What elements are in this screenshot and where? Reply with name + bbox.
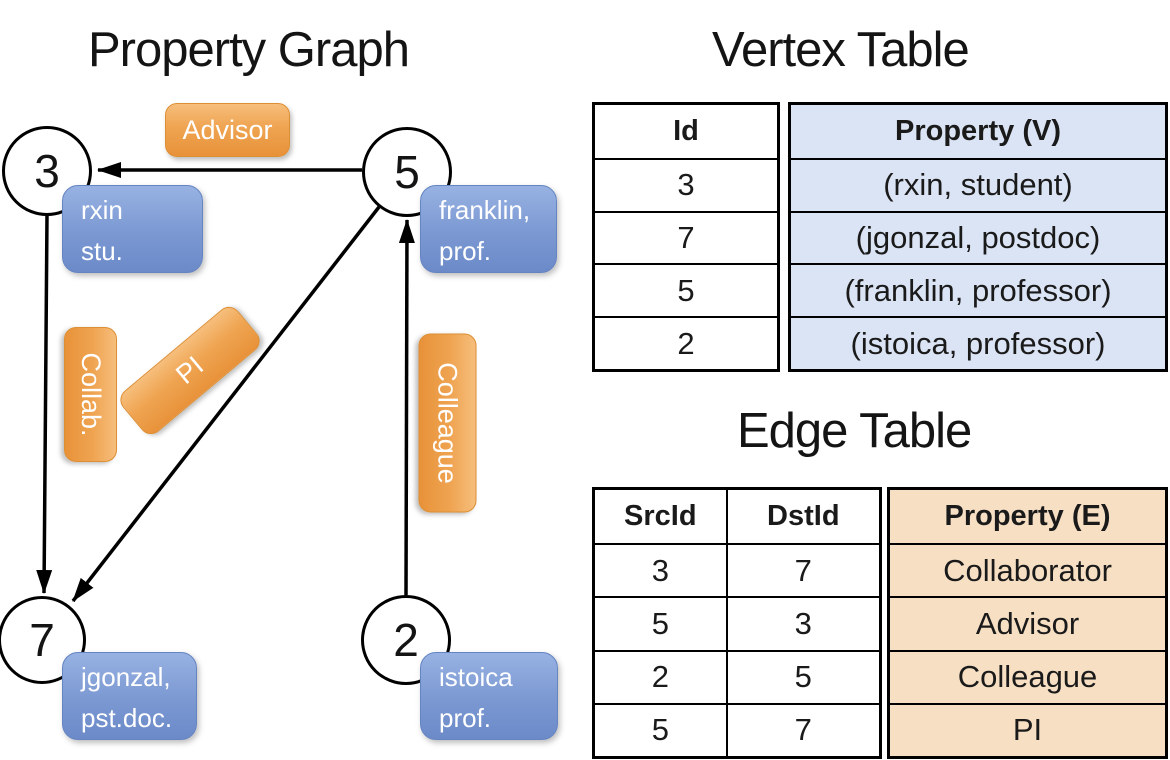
vertex-property-box-2: istoica prof. — [420, 652, 558, 740]
vertex-property-line: franklin, — [439, 195, 531, 225]
vertex-property-line: rxin — [81, 195, 123, 225]
edge-label-advisor: Advisor — [165, 103, 290, 157]
vertex-property-box-5: franklin, prof. — [420, 185, 557, 273]
edge-label-collab-text: Collab. — [76, 352, 106, 437]
edge-line-colleague-2-to-5 — [398, 219, 415, 596]
vertex-table-title: Vertex Table — [712, 23, 970, 77]
edge-table-cell-dstid: 7 — [725, 702, 879, 756]
graph-node-3: 3 — [2, 126, 92, 216]
vertex-table-header-id: Id — [673, 114, 699, 147]
vertex-property-box-3: rxin stu. — [62, 185, 203, 273]
vertex-table-cell-property: (istoica, professor) — [791, 316, 1165, 369]
edge-table-cell-dstid: 7 — [725, 543, 879, 597]
edge-label-colleague: Colleague — [418, 333, 477, 513]
vertex-table-cell-id: 7 — [595, 210, 777, 264]
edge-label-colleague-text: Colleague — [433, 362, 463, 484]
edge-line-pi-5-to-7 — [71, 205, 381, 603]
edge-table-title: Edge Table — [737, 404, 972, 458]
edge-label-collab: Collab. — [64, 327, 117, 462]
edge-table-cell-property: Advisor — [890, 596, 1165, 649]
graph-node-5: 5 — [362, 127, 452, 217]
edge-table-header-dstid: DstId — [725, 490, 879, 544]
vertex-table-cell-property: (jgonzal, postdoc) — [791, 210, 1165, 264]
edge-table-cell-srcid: 3 — [595, 543, 726, 596]
vertex-property-line: pst.doc. — [81, 703, 173, 733]
edge-table-header-property: Property (E) — [944, 500, 1111, 533]
edge-table-cell-dstid: 5 — [725, 649, 879, 703]
vertex-table-cell-id: 3 — [595, 157, 777, 211]
vertex-property-line: prof. — [439, 236, 492, 266]
edge-line-collaborator-3-to-7 — [36, 214, 53, 594]
node-3-id: 3 — [34, 145, 60, 197]
node-2-id: 2 — [393, 614, 419, 666]
node-5-id: 5 — [394, 146, 420, 198]
vertex-table-header-property: Property (V) — [895, 114, 1061, 147]
edge-label-advisor-text: Advisor — [182, 114, 273, 145]
edge-table-cell-srcid: 2 — [595, 649, 726, 703]
graph-edges-svg — [36, 162, 415, 603]
property-graph-title: Property Graph — [88, 23, 410, 77]
vertex-table-cell-id: 5 — [595, 263, 777, 316]
edge-table-id-columns: SrcId DstId 3 7 5 3 2 5 5 7 — [592, 487, 882, 759]
vertex-table-id-column: Id 3 7 5 2 — [592, 102, 780, 372]
node-7-id: 7 — [29, 614, 55, 666]
edge-label-pi-text: PI — [170, 350, 210, 390]
edge-table-cell-property: Colleague — [890, 649, 1165, 703]
vertex-property-line: jgonzal, — [81, 662, 171, 692]
vertex-table-cell-property: (rxin, student) — [791, 157, 1165, 211]
vertex-table-property-column: Property (V) (rxin, student) (jgonzal, p… — [788, 102, 1168, 372]
vertex-property-line: prof. — [439, 703, 492, 733]
edge-table-cell-property: Collaborator — [890, 543, 1165, 596]
edge-table-property-column: Property (E) Collaborator Advisor Collea… — [887, 487, 1168, 759]
edge-table-cell-property: PI — [890, 702, 1165, 756]
edge-table-cell-dstid: 3 — [725, 596, 879, 650]
vertex-property-box-7: jgonzal, pst.doc. — [62, 652, 197, 740]
edge-table-cell-srcid: 5 — [595, 702, 726, 756]
vertex-table-cell-property: (franklin, professor) — [791, 263, 1165, 316]
vertex-table-cell-id: 2 — [595, 316, 777, 369]
edge-table-cell-srcid: 5 — [595, 596, 726, 649]
vertex-property-line: stu. — [81, 236, 123, 266]
edge-table-header-srcid: SrcId — [624, 500, 697, 533]
vertex-property-line: istoica — [439, 662, 513, 692]
